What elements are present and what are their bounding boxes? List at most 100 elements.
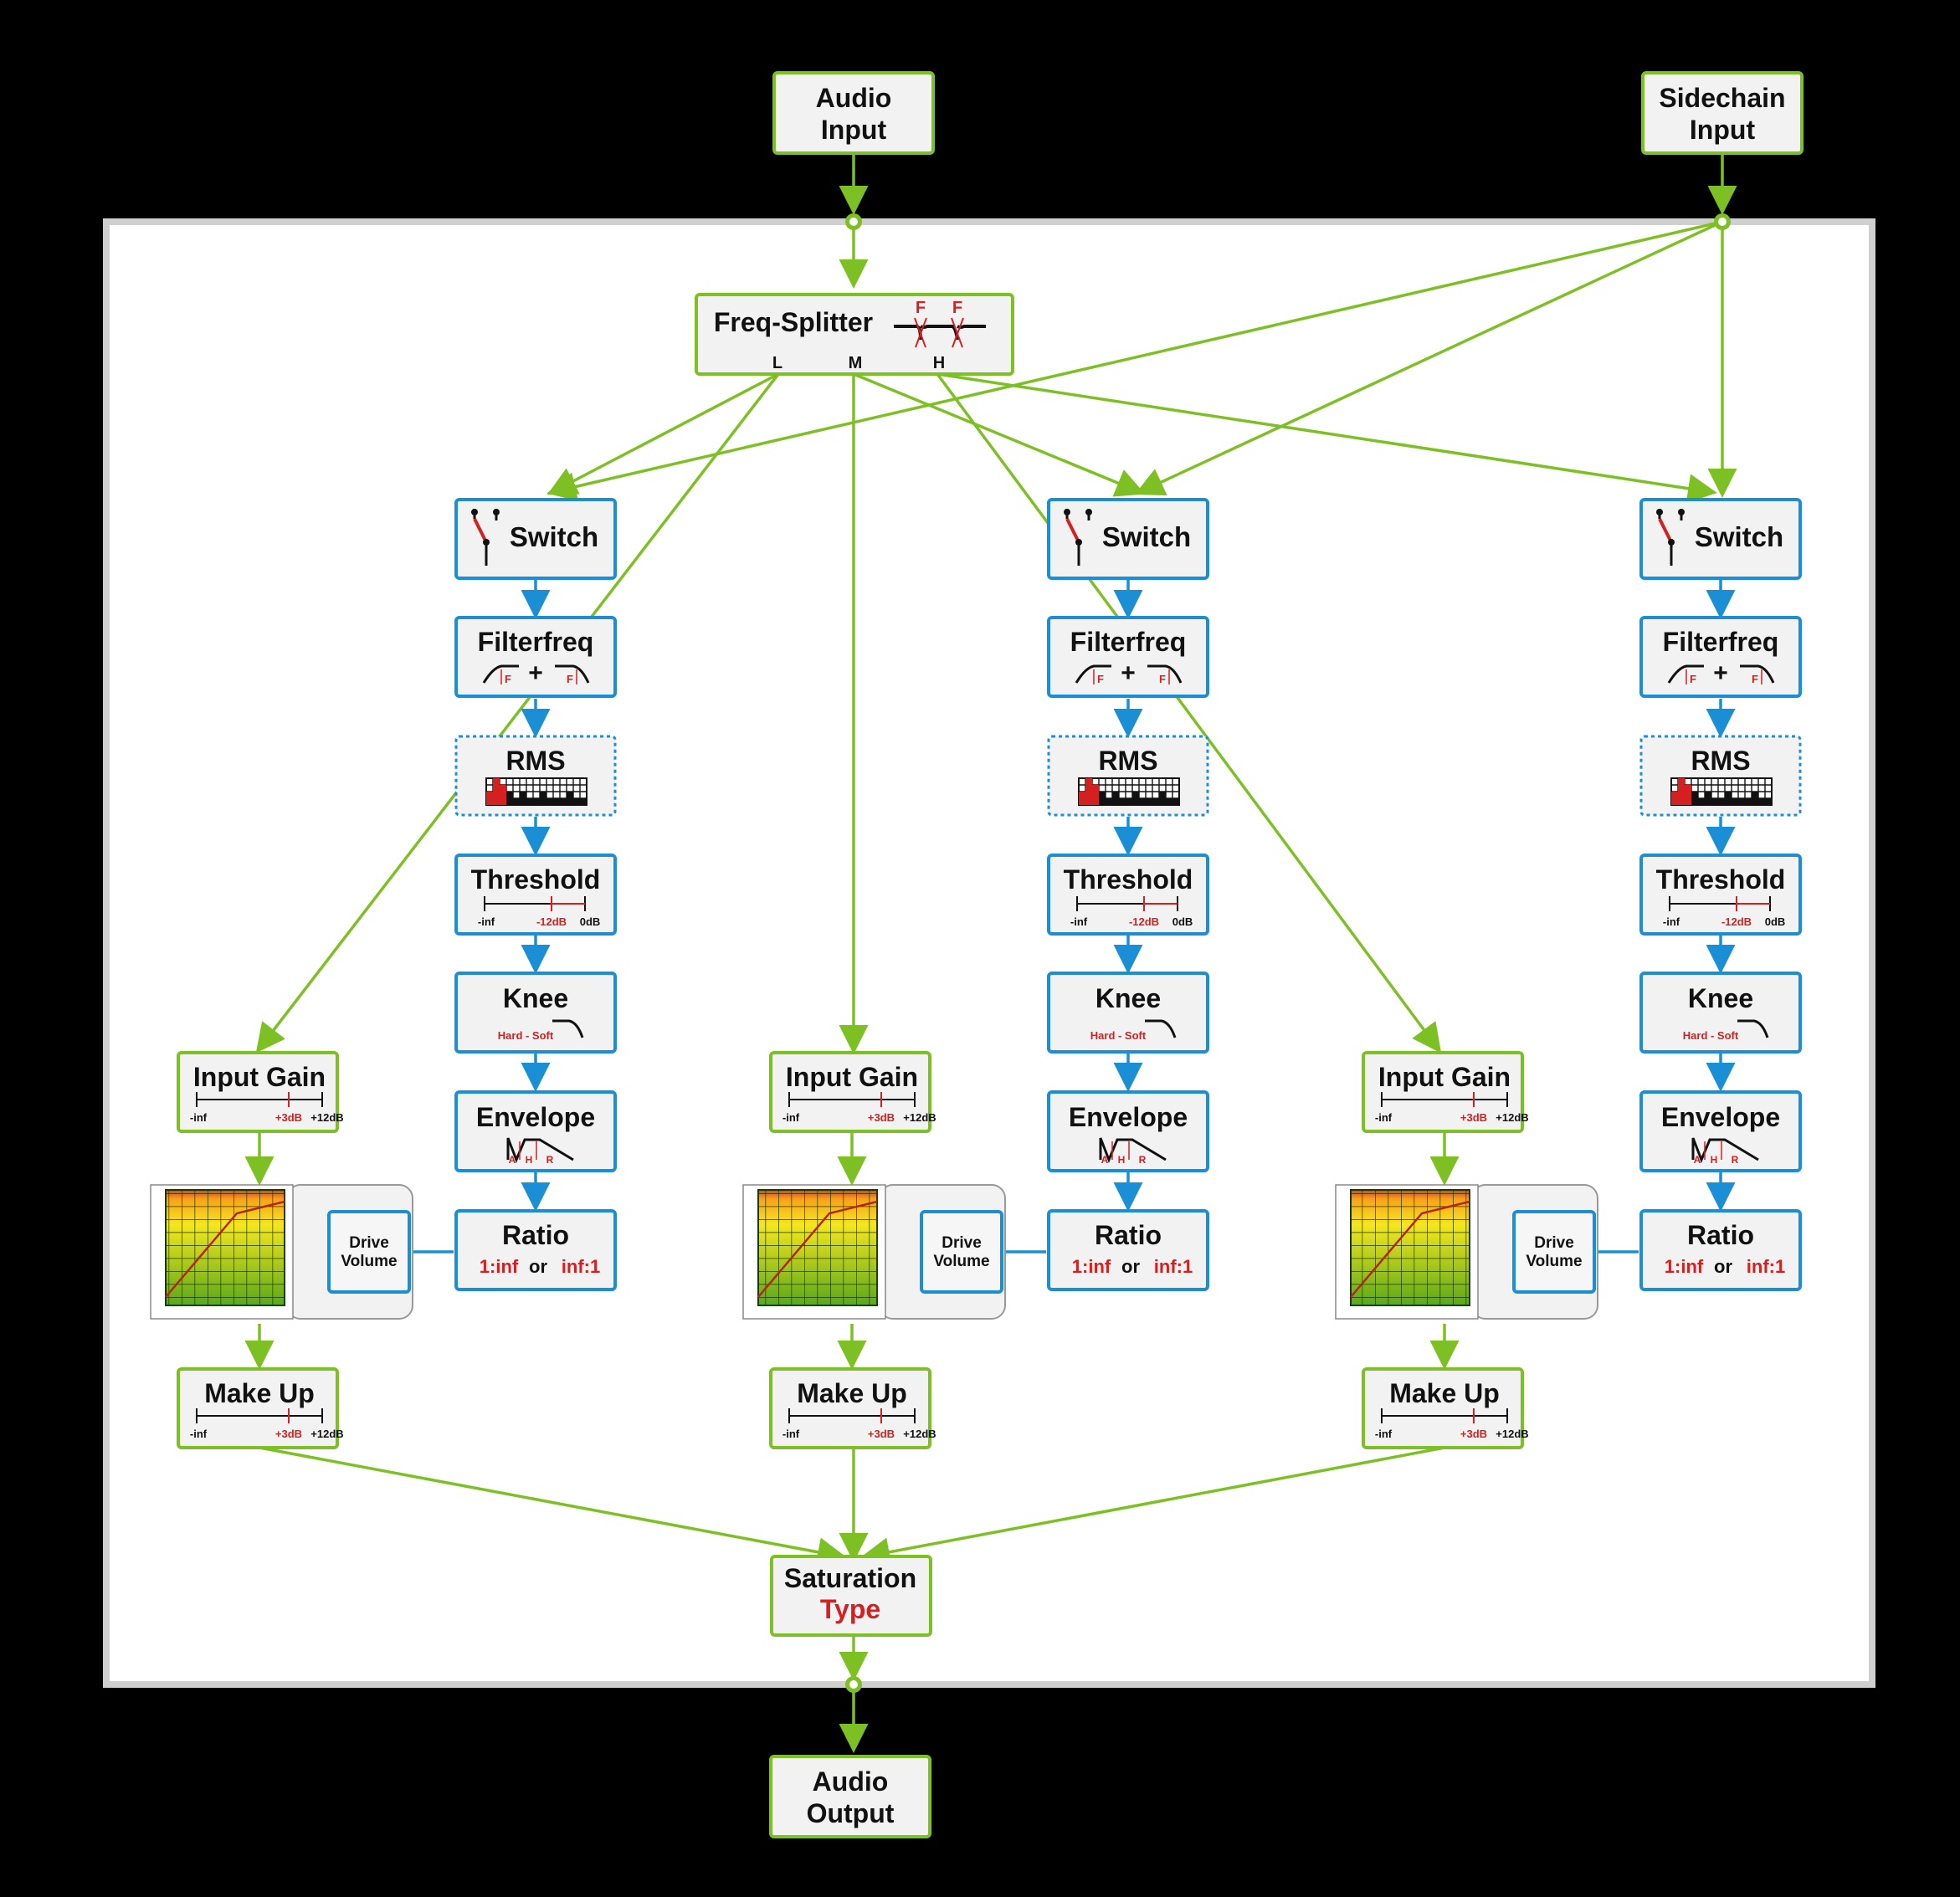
slider-mid: -12dB bbox=[1721, 915, 1752, 928]
rms-bar bbox=[1671, 792, 1678, 805]
envelope-title: Envelope bbox=[476, 1102, 595, 1132]
plus-sign: + bbox=[1713, 659, 1728, 687]
processing-frame bbox=[103, 218, 1875, 1688]
junction-dot-center bbox=[849, 1680, 858, 1689]
ratio-right: inf:1 bbox=[1154, 1256, 1193, 1277]
knee-title: Knee bbox=[503, 983, 568, 1013]
rms-bar bbox=[1112, 792, 1119, 805]
module-box bbox=[177, 1051, 339, 1133]
rms-bar bbox=[526, 798, 533, 805]
make-up-box-3: Make Up-inf+3dB+12dB bbox=[1362, 1367, 1529, 1449]
ratio-or: or bbox=[1121, 1256, 1140, 1277]
drive-volume-box bbox=[920, 1210, 1003, 1294]
envelope-shape-icon bbox=[1099, 1137, 1167, 1164]
saturation-grid bbox=[1350, 1189, 1470, 1306]
plus-sign: + bbox=[1121, 659, 1136, 687]
rms-bar bbox=[1758, 798, 1765, 805]
input-gain-box-3: Input Gain-inf+3dB+12dB bbox=[1362, 1051, 1529, 1133]
switch-label: Switch bbox=[510, 521, 598, 552]
knee-scale: Hard - Soft bbox=[1090, 1029, 1147, 1042]
highpass-curve-icon bbox=[1667, 664, 1704, 684]
slider-mid: +3dB bbox=[275, 1428, 302, 1440]
crossover-marker-icon bbox=[914, 317, 964, 348]
filterfreq-title: Filterfreq bbox=[478, 627, 594, 657]
make-up-3-to-saturation bbox=[860, 1446, 1445, 1567]
rms-bar bbox=[533, 798, 540, 805]
slider-min: -inf bbox=[190, 1428, 208, 1440]
env-a-label: A bbox=[509, 1154, 516, 1166]
sidechain-to-switch-2 bbox=[1134, 220, 1723, 496]
splitter-high-to-switch-3 bbox=[936, 372, 1717, 504]
input-gain-title: Input Gain bbox=[786, 1062, 918, 1092]
cutoff-label: F bbox=[1097, 673, 1104, 685]
splitter-low-to-switch-1 bbox=[546, 372, 779, 495]
label: Sidechain bbox=[1659, 83, 1785, 113]
slider-max: +12dB bbox=[310, 1428, 343, 1440]
module-box bbox=[695, 293, 1014, 376]
module-box bbox=[770, 1555, 932, 1637]
make-up-title: Make Up bbox=[204, 1378, 315, 1408]
slider-max: +12dB bbox=[1496, 1428, 1528, 1440]
rms-box-2: RMS bbox=[1047, 735, 1209, 817]
drive-label: Drive bbox=[1534, 1234, 1574, 1252]
filterfreq-title: Filterfreq bbox=[1663, 627, 1779, 657]
rms-bar bbox=[1126, 798, 1132, 805]
ratio-title: Ratio bbox=[502, 1220, 569, 1250]
rms-title: RMS bbox=[1691, 746, 1750, 776]
ratio-title: Ratio bbox=[1095, 1220, 1162, 1250]
module-box bbox=[454, 854, 617, 936]
rms-bar bbox=[1711, 798, 1718, 805]
rms-bar bbox=[1079, 792, 1085, 805]
cutoff-label: F bbox=[505, 673, 511, 685]
slider-min: -inf bbox=[1663, 915, 1680, 928]
ratio-left: 1:inf bbox=[1665, 1256, 1704, 1277]
switch-box-3: Switch bbox=[1639, 498, 1802, 580]
rms-bar bbox=[1099, 792, 1106, 805]
rms-bar bbox=[560, 798, 567, 805]
rms-bar bbox=[1172, 798, 1179, 805]
threshold-title: Threshold bbox=[471, 864, 601, 895]
slider-min: -inf bbox=[1375, 1111, 1393, 1124]
slider-min: -inf bbox=[478, 915, 495, 928]
module-box bbox=[1047, 616, 1209, 698]
module-box bbox=[772, 71, 935, 155]
drive-label: Drive bbox=[942, 1234, 982, 1252]
module-box bbox=[1639, 1090, 1802, 1172]
rms-box-1: RMS bbox=[454, 735, 617, 817]
rms-bar bbox=[1691, 792, 1698, 805]
rms-bar bbox=[1139, 798, 1146, 805]
rms-bar bbox=[1765, 798, 1772, 805]
knee-curve-icon bbox=[552, 1019, 584, 1038]
saturation-title: Saturation bbox=[784, 1563, 916, 1593]
slider-max: 0dB bbox=[1172, 915, 1193, 928]
label: Input bbox=[1690, 115, 1756, 145]
freq-splitter-title: Freq-Splitter bbox=[714, 307, 873, 337]
rms-bar bbox=[1685, 785, 1691, 805]
slider-max: 0dB bbox=[580, 915, 601, 928]
slider-max: +12dB bbox=[903, 1428, 936, 1440]
knee-scale: Hard - Soft bbox=[498, 1029, 554, 1042]
rms-bar bbox=[1146, 798, 1152, 805]
slider-mid: +3dB bbox=[1460, 1111, 1487, 1124]
rms-bar bbox=[506, 792, 513, 805]
saturation-grid bbox=[165, 1189, 285, 1306]
slider-mid: +3dB bbox=[275, 1111, 302, 1124]
saturation-grid bbox=[757, 1189, 878, 1306]
rms-bar bbox=[573, 798, 580, 805]
rms-bar bbox=[1132, 792, 1139, 805]
module-box bbox=[1047, 972, 1209, 1054]
slider-min: -inf bbox=[782, 1428, 800, 1440]
input-gain-box-1: Input Gain-inf+3dB+12dB bbox=[177, 1051, 344, 1133]
transfer-curve-icon bbox=[1350, 1200, 1470, 1298]
highpass-curve-icon bbox=[482, 664, 519, 684]
ratio-right: inf:1 bbox=[1747, 1256, 1785, 1277]
